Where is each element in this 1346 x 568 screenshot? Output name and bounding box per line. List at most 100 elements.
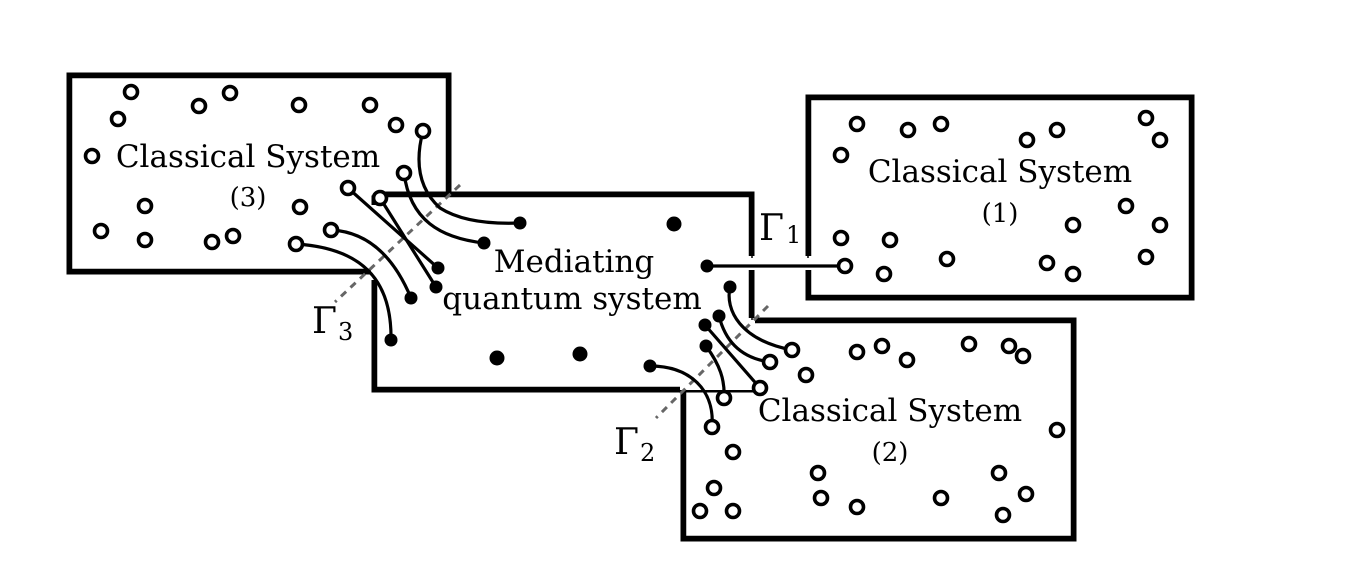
- particle-open: [339, 179, 357, 197]
- particle-open: [414, 122, 432, 140]
- particle-open: [1000, 337, 1018, 355]
- particle-open: [1018, 131, 1036, 149]
- particle-filled: [513, 216, 527, 230]
- particles: [83, 83, 1169, 524]
- particle-open: [1137, 109, 1155, 127]
- particle-open: [1151, 131, 1169, 149]
- particle-open: [812, 489, 830, 507]
- particle-open: [1137, 248, 1155, 266]
- particle-filled: [477, 236, 491, 250]
- particle-open: [797, 366, 815, 384]
- particle-filled: [384, 333, 398, 347]
- boundary-label-gamma2: Γ 2: [614, 422, 655, 467]
- particle-open: [703, 418, 721, 436]
- particle-open: [361, 96, 379, 114]
- particle-open: [960, 335, 978, 353]
- quantum-system-title-line2: quantum system: [442, 281, 701, 317]
- particle-open: [1038, 254, 1056, 272]
- particle-open: [783, 341, 801, 359]
- wire: [378, 196, 438, 289]
- particle-open: [190, 97, 208, 115]
- particle-open: [387, 116, 405, 134]
- particle-filled: [643, 359, 657, 373]
- particle-open: [1117, 197, 1135, 215]
- labels: Classical System (3) Classical System (1…: [116, 139, 1132, 468]
- particle-open: [848, 115, 866, 133]
- particle-open: [881, 231, 899, 249]
- classical-system-3-index: (3): [230, 183, 267, 213]
- particle-filled: [489, 350, 505, 366]
- gamma3-symbol: Γ: [312, 301, 337, 342]
- wire: [329, 228, 413, 300]
- particle-open: [224, 227, 242, 245]
- particle-filled: [429, 280, 443, 294]
- particle-open: [322, 221, 340, 239]
- classical-system-1-title: Classical System: [868, 154, 1132, 190]
- particle-open: [1064, 216, 1082, 234]
- boundary-gamma2-line: [654, 304, 770, 420]
- wire: [294, 242, 393, 342]
- particle-open: [724, 502, 742, 520]
- particle-filled: [700, 259, 714, 273]
- particle-open: [1048, 121, 1066, 139]
- particle-open: [203, 233, 221, 251]
- particle-open: [994, 506, 1012, 524]
- particle-open: [136, 197, 154, 215]
- classical-system-2-box: [680, 317, 1077, 542]
- wire: [727, 285, 794, 352]
- particle-open: [848, 498, 866, 516]
- gamma2-symbol: Γ: [614, 422, 639, 463]
- particle-open: [1014, 347, 1032, 365]
- classical-system-2-index: (2): [872, 438, 909, 468]
- particle-open: [92, 222, 110, 240]
- particle-open: [938, 250, 956, 268]
- wire: [648, 364, 714, 429]
- particle-open: [1151, 216, 1169, 234]
- particle-open: [290, 96, 308, 114]
- particle-open: [691, 502, 709, 520]
- classical-system-2-title: Classical System: [758, 393, 1022, 429]
- particle-open: [990, 464, 1008, 482]
- wire: [346, 186, 440, 270]
- particle-open: [109, 110, 127, 128]
- boundary-gamma3-line: [333, 183, 462, 304]
- particle-filled: [404, 291, 418, 305]
- boundary-label-gamma3: Γ 3: [312, 301, 353, 346]
- particle-open: [291, 198, 309, 216]
- particle-open: [809, 464, 827, 482]
- particle-open: [832, 146, 850, 164]
- particle-open: [751, 379, 769, 397]
- particle-filled: [712, 309, 726, 323]
- particle-open: [873, 337, 891, 355]
- boundary-label-gamma1: Γ 1: [759, 208, 801, 249]
- gamma3-subscript: 3: [338, 318, 353, 346]
- particle-filled: [698, 318, 712, 332]
- particle-open: [875, 265, 893, 283]
- particle-filled: [699, 339, 713, 353]
- wire: [402, 171, 486, 245]
- particle-open: [705, 479, 723, 497]
- wire: [703, 323, 762, 390]
- particle-open: [832, 229, 850, 247]
- particle-open: [1017, 485, 1035, 503]
- particle-open: [836, 257, 854, 275]
- classical-system-3-title: Classical System: [116, 139, 380, 175]
- boundary-lines: [333, 183, 770, 420]
- classical-system-1-index: (1): [982, 199, 1019, 229]
- particle-filled: [572, 346, 588, 362]
- particle-filled: [431, 261, 445, 275]
- wire: [417, 129, 522, 225]
- particle-open: [848, 343, 866, 361]
- particle-open: [761, 353, 779, 371]
- particle-open: [122, 83, 140, 101]
- particle-open: [395, 164, 413, 182]
- gamma2-subscript: 2: [640, 439, 655, 467]
- particle-open: [371, 189, 389, 207]
- particle-filled: [723, 280, 737, 294]
- gamma1-symbol: Γ: [759, 208, 784, 249]
- particle-open: [724, 443, 742, 461]
- particle-open: [83, 147, 101, 165]
- particle-open: [898, 351, 916, 369]
- quantum-system-title-line1: Mediating: [494, 244, 655, 280]
